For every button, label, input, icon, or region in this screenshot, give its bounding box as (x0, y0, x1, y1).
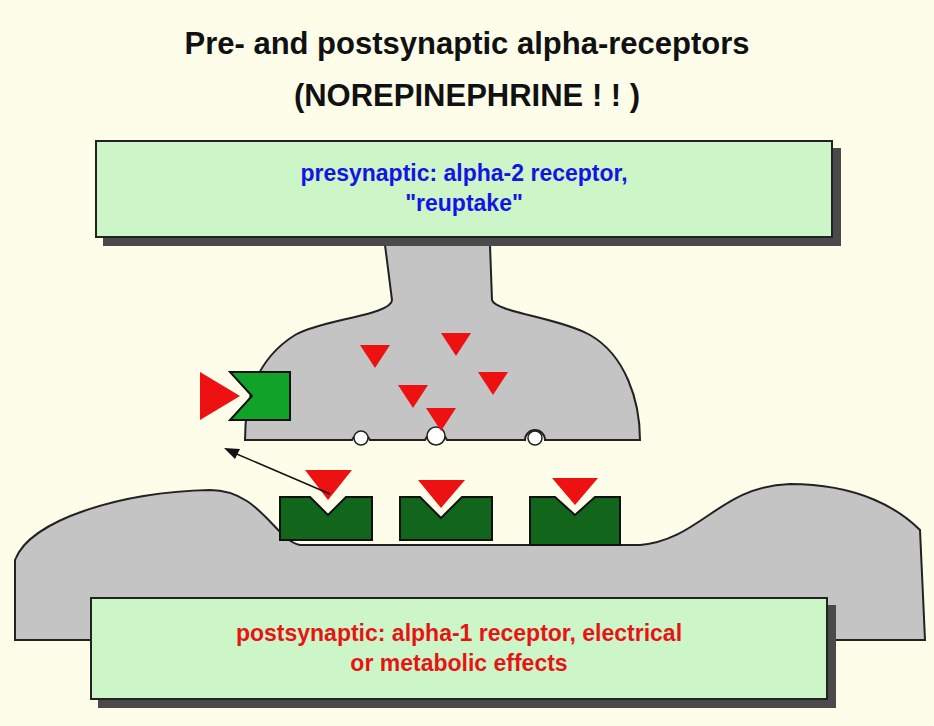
alpha-1-receptors (280, 497, 620, 545)
vesicle (427, 427, 445, 445)
presynaptic-terminal (245, 245, 640, 440)
postsynaptic-box: postsynaptic: alpha-1 receptor, electric… (90, 597, 828, 700)
alpha-2-receptor (230, 372, 290, 420)
norepinephrine-molecules (200, 333, 598, 508)
subtitle: (NOREPINEPHRINE ! ! ) (0, 78, 934, 114)
title: Pre- and postsynaptic alpha-receptors (0, 26, 934, 62)
arrowhead (224, 448, 240, 459)
presynaptic-box: presynaptic: alpha-2 receptor, "reuptake… (95, 140, 833, 238)
box-text: postsynaptic: alpha-1 receptor, electric… (229, 619, 689, 679)
vesicle (528, 431, 542, 445)
reuptake-arrow (232, 452, 330, 494)
vesicle (354, 431, 368, 445)
box-text: presynaptic: alpha-2 receptor, "reuptake… (244, 159, 684, 219)
